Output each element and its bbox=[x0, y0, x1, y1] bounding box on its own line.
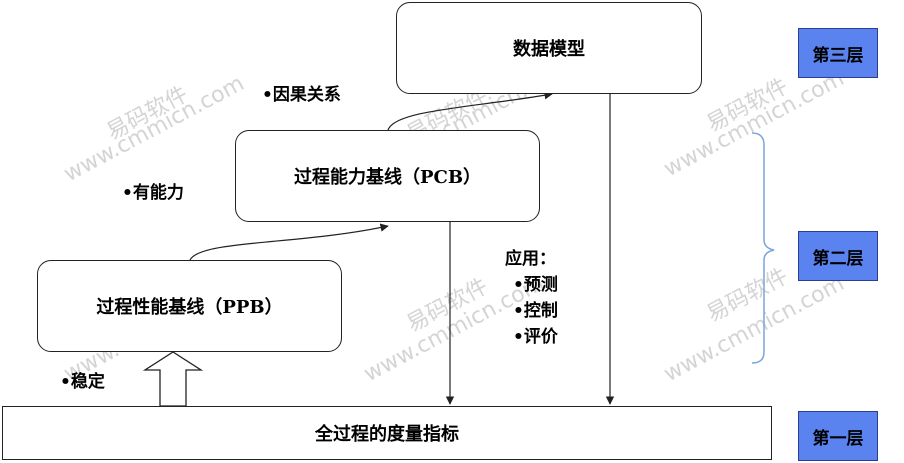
data-model-label: 数据模型 bbox=[513, 39, 585, 60]
ppb-label: 过程性能基线（PPB） bbox=[96, 297, 283, 318]
application-item: •评价 bbox=[513, 327, 558, 347]
pcb-box: 过程能力基线（PCB） bbox=[235, 130, 540, 222]
note-stable: •稳定 bbox=[60, 372, 105, 392]
hollow-up-arrow bbox=[142, 351, 204, 407]
application-item: •控制 bbox=[513, 301, 558, 321]
ppb-box: 过程性能基线（PPB） bbox=[37, 260, 342, 352]
layer-third: 第三层 bbox=[798, 28, 878, 78]
arrow-ppb-to-pcb bbox=[189, 223, 389, 261]
layer-bracket bbox=[751, 132, 775, 364]
pcb-label: 过程能力基线（PCB） bbox=[293, 167, 482, 188]
metrics-label: 全过程的度量指标 bbox=[315, 424, 459, 445]
metrics-bar: 全过程的度量指标 bbox=[2, 406, 772, 460]
layer-first: 第一层 bbox=[798, 411, 878, 461]
application-list: 应用： •预测 •控制 •评价 bbox=[505, 246, 558, 350]
layer-first-label: 第一层 bbox=[812, 428, 864, 449]
arrow-pcb-to-model bbox=[387, 91, 553, 131]
data-model-box: 数据模型 bbox=[396, 2, 702, 94]
note-capable: •有能力 bbox=[122, 183, 184, 203]
layer-third-label: 第三层 bbox=[812, 45, 864, 66]
layer-second-label: 第二层 bbox=[812, 248, 864, 269]
layer-second: 第二层 bbox=[798, 231, 878, 281]
note-causal: •因果关系 bbox=[262, 85, 341, 105]
application-title: 应用： bbox=[505, 249, 556, 269]
application-item: •预测 bbox=[513, 275, 558, 295]
